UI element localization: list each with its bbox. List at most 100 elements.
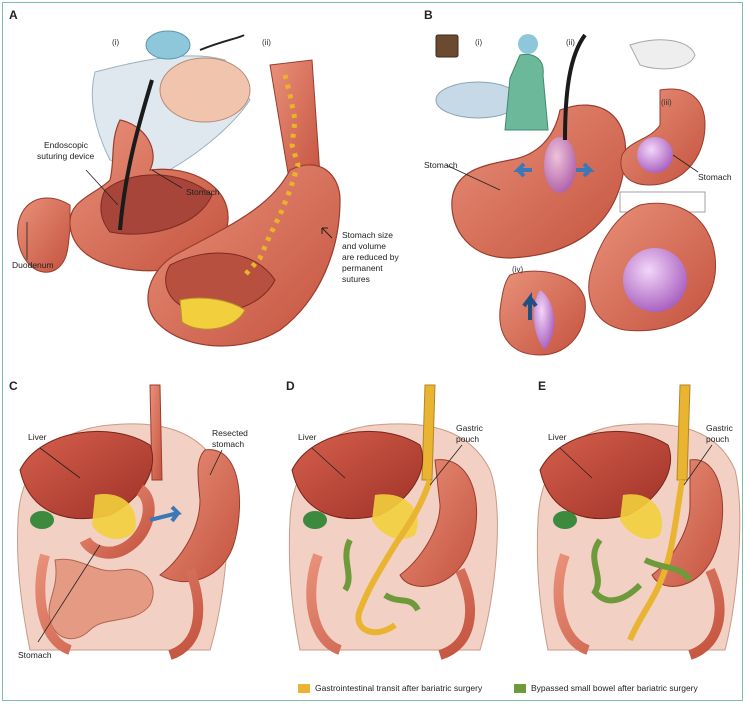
monitor-icon — [435, 34, 459, 58]
panel-a-sub-i: (i) — [112, 38, 120, 47]
stomach-a-ii-inner — [165, 252, 276, 313]
label-duodenum: Duodenum — [12, 260, 54, 270]
label-stomach-b-left: Stomach — [424, 160, 458, 170]
intestines-c — [48, 558, 154, 640]
label-pouch-e-line1: Gastric — [706, 423, 733, 433]
panel-e-letter: E — [538, 379, 547, 393]
panel-e-illustration — [536, 384, 741, 660]
bypass-d — [342, 538, 421, 612]
balloon-b-iii — [637, 137, 673, 173]
gallbladder-e — [553, 511, 577, 529]
panel-a-letter: A — [9, 8, 18, 22]
stomach-b-ii — [451, 104, 627, 259]
label-stomach-b-right: Stomach — [698, 172, 732, 182]
stomach-a-i-cut — [100, 174, 213, 235]
arrow-right-b — [576, 162, 595, 178]
pointer-stomach-b-right — [672, 154, 699, 173]
panel-d-letter: D — [286, 379, 295, 393]
fat-e — [620, 494, 662, 540]
endoscope-cable-a — [199, 34, 245, 51]
label-device-line1: Endoscopic — [44, 140, 88, 150]
note-line5: sutures — [342, 274, 370, 284]
transit-d — [355, 479, 433, 636]
arrow-left-b — [513, 162, 532, 178]
arrow-c — [149, 505, 182, 523]
pointer-liver-d — [311, 447, 346, 479]
fat-c — [92, 494, 136, 540]
label-resected-line2: stomach — [212, 439, 245, 449]
legend-item-bypass: Bypassed small bowel after bariatric sur… — [514, 683, 698, 693]
label-liver-e: Liver — [548, 432, 567, 442]
pointer-stomach-c — [37, 544, 101, 643]
panel-b-sub-ii: (ii) — [566, 38, 575, 47]
resected-stomach — [159, 449, 240, 583]
label-stomach-c: Stomach — [18, 650, 52, 660]
pointer-pouch-d — [429, 444, 463, 486]
pointer-stomach-a — [151, 169, 183, 189]
gallbladder-d — [303, 511, 327, 529]
bypass-e — [591, 538, 693, 604]
panel-a-illustration — [17, 30, 341, 347]
panel-b-sub-iv: (iv) — [512, 265, 524, 274]
panel-d-illustration — [288, 384, 498, 660]
panel-b-sub-iii: (iii) — [661, 98, 672, 107]
note-line3: are reduced by — [342, 252, 399, 262]
colon-c — [35, 553, 204, 660]
gallbladder-c — [30, 511, 54, 529]
legend-label-bypass: Bypassed small bowel after bariatric sur… — [531, 683, 698, 693]
pointer-liver-c — [39, 447, 81, 479]
balloon-b-ii — [544, 137, 576, 193]
hand-b — [629, 39, 696, 70]
liver-c — [19, 430, 154, 520]
legend-label-transit: Gastrointestinal transit after bariatric… — [315, 683, 483, 693]
legend-swatch-transit — [298, 683, 310, 693]
pointer-device — [85, 169, 119, 206]
transit-e — [627, 479, 685, 642]
label-liver-c: Liver — [28, 432, 47, 442]
pointer-stomach-b-left — [445, 164, 501, 191]
arrow-up-b-iv — [522, 292, 538, 320]
panel-c-illustration — [17, 384, 240, 660]
note-line1: Stomach size — [342, 230, 394, 240]
label-liver-d: Liver — [298, 432, 317, 442]
panel-c-letter: C — [9, 379, 18, 393]
pointer-liver-e — [559, 447, 593, 479]
label-resected-line1: Resected — [212, 428, 248, 438]
pointer-pouch-e — [683, 444, 713, 486]
patient-cap — [145, 30, 191, 60]
legend-item-transit: Gastrointestinal transit after bariatric… — [298, 683, 482, 693]
legend-swatch-bypass — [514, 683, 526, 693]
balloon-b-zoom — [623, 248, 687, 312]
note-line2: and volume — [342, 241, 386, 251]
colon-e — [553, 553, 725, 660]
patient-body — [159, 57, 251, 123]
label-pouch-d-line1: Gastric — [456, 423, 483, 433]
label-pouch-d-line2: pouch — [456, 434, 480, 444]
sutures-a — [243, 74, 301, 277]
esophagus-e — [676, 384, 691, 481]
pointer-resected-c — [209, 449, 223, 476]
note-line4: permanent — [342, 263, 383, 273]
fat-a — [179, 297, 246, 330]
label-stomach-a: Stomach — [186, 187, 220, 197]
doctor-b — [504, 53, 549, 131]
panel-b-sub-i: (i) — [475, 38, 483, 47]
endoscope-b — [563, 33, 587, 141]
label-device-line2: suturing device — [37, 151, 95, 161]
duodenum-a — [17, 197, 71, 273]
suturing-device — [118, 79, 154, 231]
panel-a-sub-ii: (ii) — [262, 38, 271, 47]
panel-b-illustration — [435, 33, 717, 356]
panel-b-letter: B — [424, 8, 433, 22]
stomach-e — [651, 459, 724, 587]
stomach-remnant-c — [79, 485, 155, 559]
colon-d — [306, 553, 476, 660]
balloon-b-iv — [533, 290, 555, 350]
esophagus-d — [421, 384, 436, 481]
label-pouch-e-line2: pouch — [706, 434, 730, 444]
doctor-cap-b — [518, 34, 538, 54]
stomach-d — [399, 459, 477, 587]
